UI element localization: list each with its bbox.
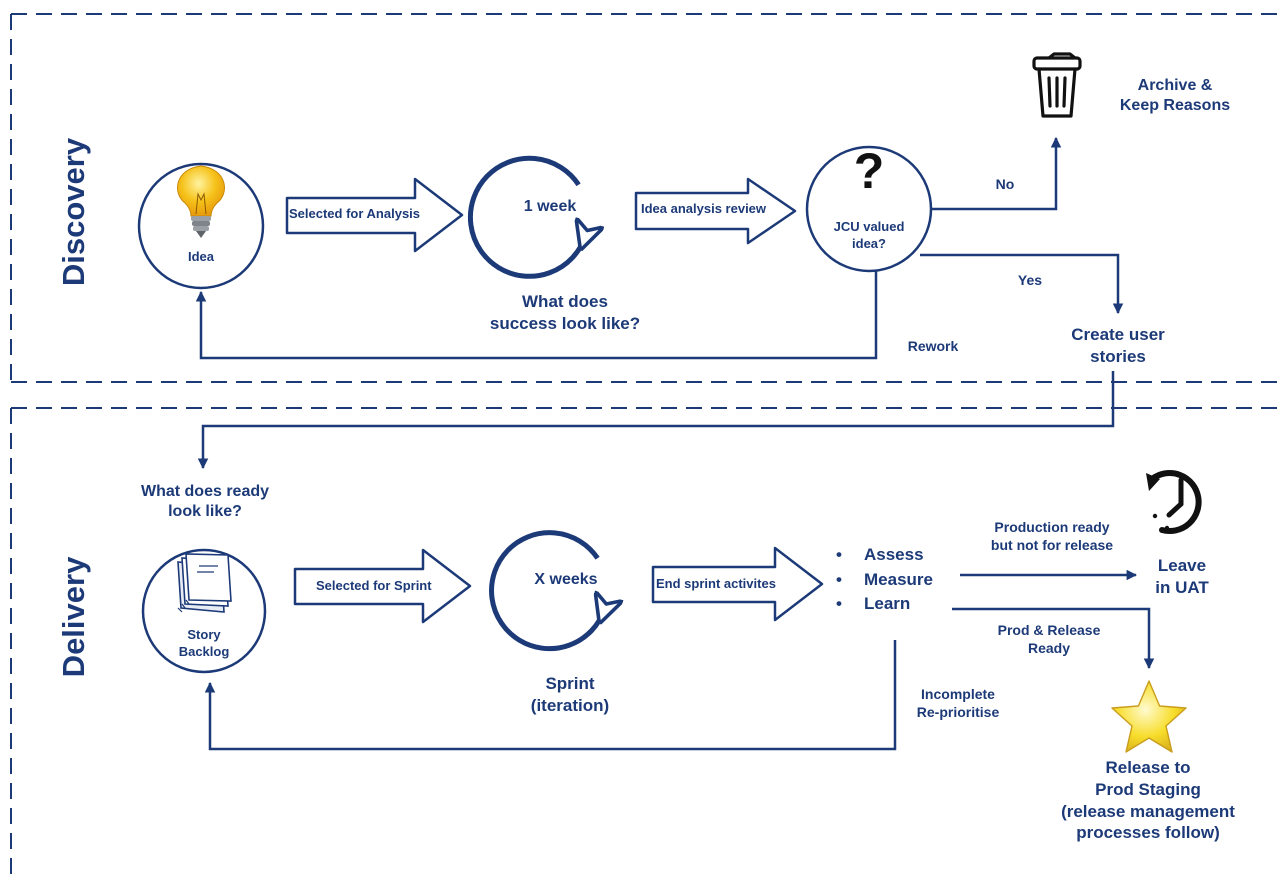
x-weeks-label: X weeks [534, 571, 598, 588]
production-ready-line2: but not for release [990, 536, 1114, 553]
story-backlog-node [141, 548, 267, 674]
create-user-stories-label: Create user stories [1048, 324, 1188, 368]
question-mark-icon: ? [853, 143, 885, 199]
discovery-section-border [10, 13, 1280, 383]
create-stories-line1: Create user [1071, 325, 1165, 344]
yes-label: Yes [1017, 272, 1043, 288]
production-ready-line1: Production ready [994, 519, 1110, 535]
leave-uat-line2: in UAT [1155, 577, 1209, 597]
stories-to-delivery-connector [197, 371, 1115, 470]
idea-analysis-review-label: Idea analysis review [641, 201, 767, 216]
decision-label: JCU valued idea? [819, 219, 919, 252]
end-sprint-activities-arrow [651, 546, 824, 622]
story-cards-icon [177, 553, 232, 613]
create-stories-line2: stories [1090, 346, 1146, 366]
release-line1: Release to [1105, 758, 1191, 777]
idea-label: Idea [187, 249, 214, 264]
success-question-rest: look like? [556, 313, 641, 333]
sprint-line2: (iteration) [530, 695, 610, 715]
selected-for-sprint-label: Selected for Sprint [316, 578, 432, 593]
archive-line2: Keep Reasons [1119, 97, 1231, 115]
no-label: No [995, 176, 1015, 192]
delivery-section-border [10, 407, 1280, 880]
x-weeks-cycle-icon [489, 530, 605, 652]
rework-connector [195, 271, 878, 360]
prod-release-ready-label: Prod & Release Ready [964, 622, 1134, 658]
selected-for-analysis-arrow [285, 177, 464, 253]
prod-release-line2: Ready [1027, 639, 1071, 656]
incomplete-connector [204, 640, 897, 751]
discovery-section-title: Discovery [56, 137, 91, 287]
success-question-line2: success look like? [435, 313, 695, 335]
selected-for-analysis-label: Selected for Analysis [289, 206, 421, 221]
activity-learn: Learn [834, 592, 933, 617]
ready-question-line1: What does ready [140, 483, 270, 500]
one-week-label: 1 week [523, 198, 577, 215]
release-line4: processes follow) [1076, 823, 1220, 843]
selected-for-sprint-arrow [293, 548, 472, 624]
trash-can-icon [1032, 52, 1082, 118]
rework-label: Rework [907, 338, 959, 354]
sprint-activities-list: Assess Measure Learn [834, 543, 933, 617]
success-question-label: What does success look like? [435, 291, 695, 335]
lightbulb-icon [177, 165, 225, 238]
release-label: Release to Prod Staging (release managem… [1048, 757, 1248, 844]
sprint-label: Sprint (iteration) [510, 673, 630, 717]
production-ready-label: Production ready but not for release [962, 519, 1142, 555]
backlog-line2: Backlog [178, 643, 230, 659]
success-question-line1: What does [522, 292, 608, 311]
archive-label: Archive & Keep Reasons [1100, 76, 1250, 117]
ready-question-label: What does ready look like? [110, 482, 300, 523]
release-line2: Prod Staging [1095, 779, 1201, 799]
incomplete-line1: Incomplete [921, 686, 995, 702]
ready-question-line2: look like? [168, 503, 242, 521]
idea-analysis-review-arrow [634, 177, 797, 245]
decision-line1: JCU valued [833, 219, 905, 234]
leave-uat-line1: Leave [1157, 556, 1207, 575]
success-emphasis: success [489, 313, 557, 333]
activity-measure: Measure [834, 568, 933, 593]
decision-line2: idea? [852, 235, 886, 251]
backlog-line1: Story [187, 627, 221, 642]
sprint-line1: Sprint [545, 674, 595, 693]
prod-release-line1: Prod & Release [997, 622, 1101, 638]
star-icon [1111, 680, 1187, 753]
no-connector [930, 136, 1062, 211]
incomplete-label: Incomplete Re-prioritise [898, 686, 1018, 722]
delivery-section-title: Delivery [56, 556, 91, 678]
one-week-cycle-icon [467, 155, 585, 279]
clock-timer-icon [1146, 470, 1202, 535]
yes-connector [920, 253, 1124, 315]
release-line3: (release management [1061, 801, 1235, 821]
leave-in-uat-label: Leave in UAT [1142, 555, 1222, 599]
incomplete-line2: Re-prioritise [916, 703, 1000, 720]
story-backlog-label: Story Backlog [164, 627, 244, 660]
end-sprint-activities-label: End sprint activites [656, 576, 776, 591]
prod-release-connector [952, 607, 1155, 670]
activity-assess: Assess [834, 543, 933, 568]
archive-line1: Archive & [1137, 77, 1213, 94]
